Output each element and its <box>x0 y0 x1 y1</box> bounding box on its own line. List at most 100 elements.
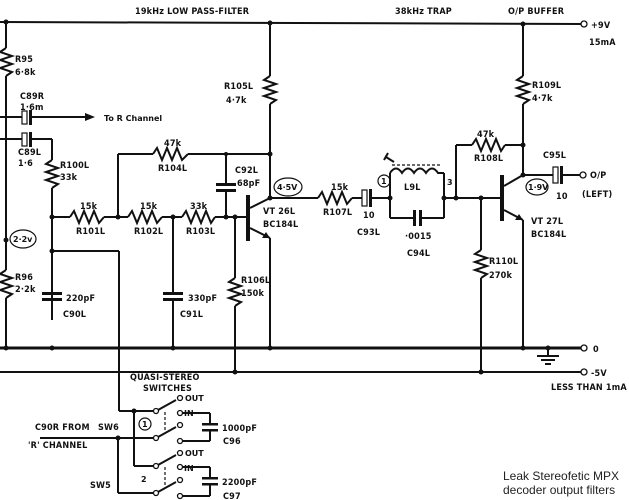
ground-terminal <box>580 344 588 352</box>
c90r-from-label: C90R FROM <box>35 423 90 433</box>
c93l-capacitor <box>361 189 390 207</box>
c89r-value: 1·6m <box>20 103 44 113</box>
c94l-capacitor <box>389 198 445 226</box>
c97-ref: C97 <box>223 492 241 500</box>
c93l-ref: C93L <box>357 228 380 238</box>
c91l-capacitor <box>163 217 183 348</box>
negative-rail <box>0 368 588 376</box>
r107l-ref: R107L <box>323 208 352 218</box>
section-lowpass-label: 19kHz LOW PASS-FILTER <box>135 7 250 17</box>
c91l-value: 330pF <box>188 294 217 304</box>
r100l-ref: R100L <box>60 161 89 171</box>
c90l-value: 220pF <box>66 294 95 304</box>
r96-ref: R96 <box>15 273 33 283</box>
r106l-resistor <box>225 217 245 372</box>
r96-value: 2·2k <box>15 285 36 295</box>
r110l-value: 270k <box>489 271 513 281</box>
r102l-resistor <box>118 208 173 226</box>
r109l-resistor <box>513 24 533 175</box>
base-bias-bubble <box>9 229 37 249</box>
vt26l-type: BC184L <box>263 220 298 230</box>
r101l-ref: R101L <box>76 227 105 237</box>
section-trap-label: 38kHz TRAP <box>395 7 452 17</box>
r106l-ref: R106L <box>241 276 270 286</box>
coil-pin3: 3 <box>447 178 453 187</box>
c96-value: 1000pF <box>222 424 257 434</box>
r109l-value: 4·7k <box>532 94 553 104</box>
c90l-ref: C90L <box>63 310 86 320</box>
switch-1[interactable] <box>152 394 184 445</box>
r95-resistor <box>0 22 16 240</box>
vt26l-transistor <box>246 195 271 348</box>
r102l-ref: R102L <box>134 227 163 237</box>
c94l-value: ·0015 <box>405 232 432 242</box>
c94l-ref: C94L <box>407 249 430 259</box>
r101l-value: 15k <box>80 202 98 212</box>
c95l-value: 10 <box>556 192 568 202</box>
r103l-resistor <box>173 208 246 226</box>
neg-current-label: LESS THAN 1mA <box>551 383 627 393</box>
r100l-value: 33k <box>60 173 78 183</box>
to-r-channel-label: To R Channel <box>104 114 162 123</box>
c92l-capacitor <box>216 154 236 217</box>
r96-resistor <box>0 240 16 348</box>
r108l-resistor <box>455 136 523 198</box>
c95l-ref: C95L <box>543 151 566 161</box>
caption-line-1: Leak Stereofetic MPX <box>503 469 619 483</box>
base-bias-voltage: 2·2v <box>13 235 33 244</box>
r108l-ref: R108L <box>474 154 503 164</box>
r95-ref: R95 <box>15 55 33 65</box>
vt27l-type: BC184L <box>531 230 566 240</box>
vt26-emitter-voltage: 4·5V <box>277 183 298 192</box>
output-side-label: (LEFT) <box>582 190 612 200</box>
switch-2-in: IN <box>184 464 194 473</box>
r105l-value: 4·7k <box>226 96 247 106</box>
c89r-ref: C89R <box>20 92 45 102</box>
r100l-resistor <box>42 159 62 217</box>
switch-2-number: 2 <box>141 475 147 484</box>
neg-voltage-label: -5V <box>591 369 607 379</box>
section-buffer-label: O/P BUFFER <box>508 7 565 17</box>
switch-1-marker <box>138 417 152 431</box>
r102l-value: 15k <box>140 202 158 212</box>
c89l-ref: C89L <box>18 148 41 158</box>
l9l-coil <box>383 152 447 201</box>
ground-label: 0 <box>593 345 599 355</box>
c89r-capacitor <box>0 110 95 125</box>
vt27l-ref: VT 27L <box>531 217 563 227</box>
c89l-value: 1·6 <box>18 159 33 169</box>
switch-2[interactable] <box>152 449 184 500</box>
pos-voltage-label: +9V <box>591 21 611 31</box>
r107l-resistor <box>317 189 362 207</box>
negative-supply-terminal <box>580 368 588 376</box>
switches-title-1: QUASI-STEREO <box>130 373 200 383</box>
l9l-ref: L9L <box>404 183 421 193</box>
c89l-capacitor <box>0 132 53 160</box>
r103l-ref: R103L <box>186 227 215 237</box>
c92l-ref: C92L <box>235 166 258 176</box>
switch-1-out: OUT <box>185 394 204 403</box>
caption-line-2: decoder output filters <box>503 483 615 497</box>
r105l-ref: R105L <box>224 82 253 92</box>
c97-capacitor <box>183 466 218 497</box>
vt27-emitter-voltage: 1·9V <box>528 183 549 192</box>
coil-pin1-marker <box>377 174 391 188</box>
switches-title-2: SWITCHES <box>143 384 192 394</box>
c96-ref: C96 <box>223 437 241 447</box>
c93l-value: 10 <box>363 211 375 221</box>
r105l-resistor <box>260 23 280 198</box>
r109l-ref: R109L <box>532 81 561 91</box>
output-terminal <box>579 171 587 179</box>
c91l-ref: C91L <box>180 310 203 320</box>
r108l-value: 47k <box>477 130 495 140</box>
r110l-ref: R110L <box>489 257 518 267</box>
vt26-emitter-bubble <box>273 177 303 197</box>
switch-1-number: 1 <box>142 420 148 429</box>
pos-current-label: 15mA <box>589 38 616 48</box>
r110l-resistor <box>471 198 491 372</box>
r104l-ref: R104L <box>158 164 187 174</box>
c96-capacitor <box>183 412 218 442</box>
r101l-resistor <box>52 208 118 226</box>
positive-supply-terminal <box>580 20 588 28</box>
